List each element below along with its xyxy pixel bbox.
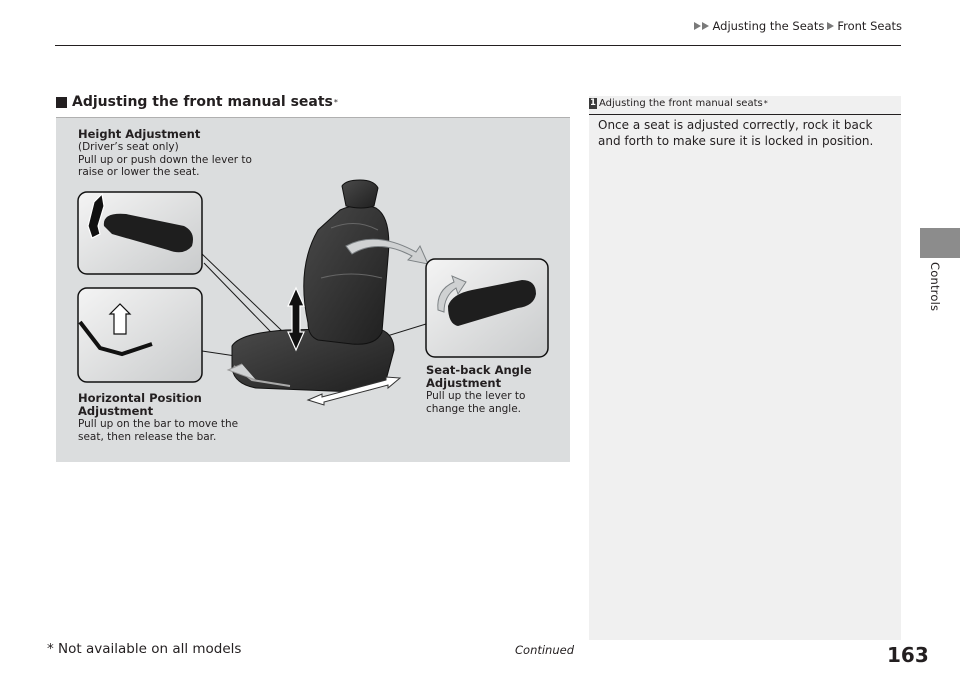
- section-title-text: Adjusting the front manual seats: [72, 94, 333, 110]
- callout-line: (Driver’s seat only): [78, 141, 252, 154]
- note-body: Once a seat is adjusted correctly, rock …: [598, 117, 896, 149]
- seatback-adjustment-callout: Seat-back Angle Adjustment Pull up the l…: [426, 364, 532, 415]
- note-heading: 1 Adjusting the front manual seats*: [589, 98, 768, 109]
- page-number: 163: [887, 643, 929, 667]
- breadcrumb: Adjusting the Seats Front Seats: [694, 19, 902, 33]
- callout-line: Pull up or push down the lever to: [78, 154, 252, 167]
- header-rule: [55, 45, 901, 46]
- availability-asterisk: *: [764, 99, 768, 108]
- callout-line: seat, then release the bar.: [78, 431, 238, 444]
- breadcrumb-arrow-icon: [702, 22, 709, 30]
- breadcrumb-arrow-icon: [694, 22, 701, 30]
- chapter-tab-label[interactable]: Controls: [928, 262, 942, 311]
- height-adjustment-callout: Height Adjustment (Driver’s seat only) P…: [78, 128, 252, 179]
- callout-line: Pull up the lever to: [426, 390, 532, 403]
- horizontal-adjustment-callout: Horizontal Position Adjustment Pull up o…: [78, 392, 238, 443]
- note-rule: [589, 114, 901, 115]
- footnote: * Not available on all models: [47, 641, 241, 657]
- note-number-badge: 1: [589, 98, 597, 109]
- note-title[interactable]: Adjusting the front manual seats: [599, 98, 763, 109]
- availability-asterisk: *: [334, 98, 338, 107]
- seat-adjustment-figure: Height Adjustment (Driver’s seat only) P…: [56, 117, 570, 462]
- callout-line: Pull up on the bar to move the: [78, 418, 238, 431]
- chapter-tab[interactable]: [920, 228, 960, 258]
- horizontal-adjustment-title: Adjustment: [78, 405, 238, 418]
- section-title: Adjusting the front manual seats*: [56, 94, 338, 110]
- height-adjustment-title: Height Adjustment: [78, 128, 252, 141]
- continued-label: Continued: [515, 643, 574, 657]
- section-bullet-icon: [56, 97, 67, 108]
- note-panel: [589, 96, 901, 640]
- breadcrumb-item[interactable]: Front Seats: [837, 19, 902, 33]
- breadcrumb-arrow-icon: [827, 22, 834, 30]
- callout-line: change the angle.: [426, 403, 532, 416]
- callout-line: raise or lower the seat.: [78, 166, 252, 179]
- seatback-adjustment-title: Adjustment: [426, 377, 532, 390]
- breadcrumb-item[interactable]: Adjusting the Seats: [712, 19, 824, 33]
